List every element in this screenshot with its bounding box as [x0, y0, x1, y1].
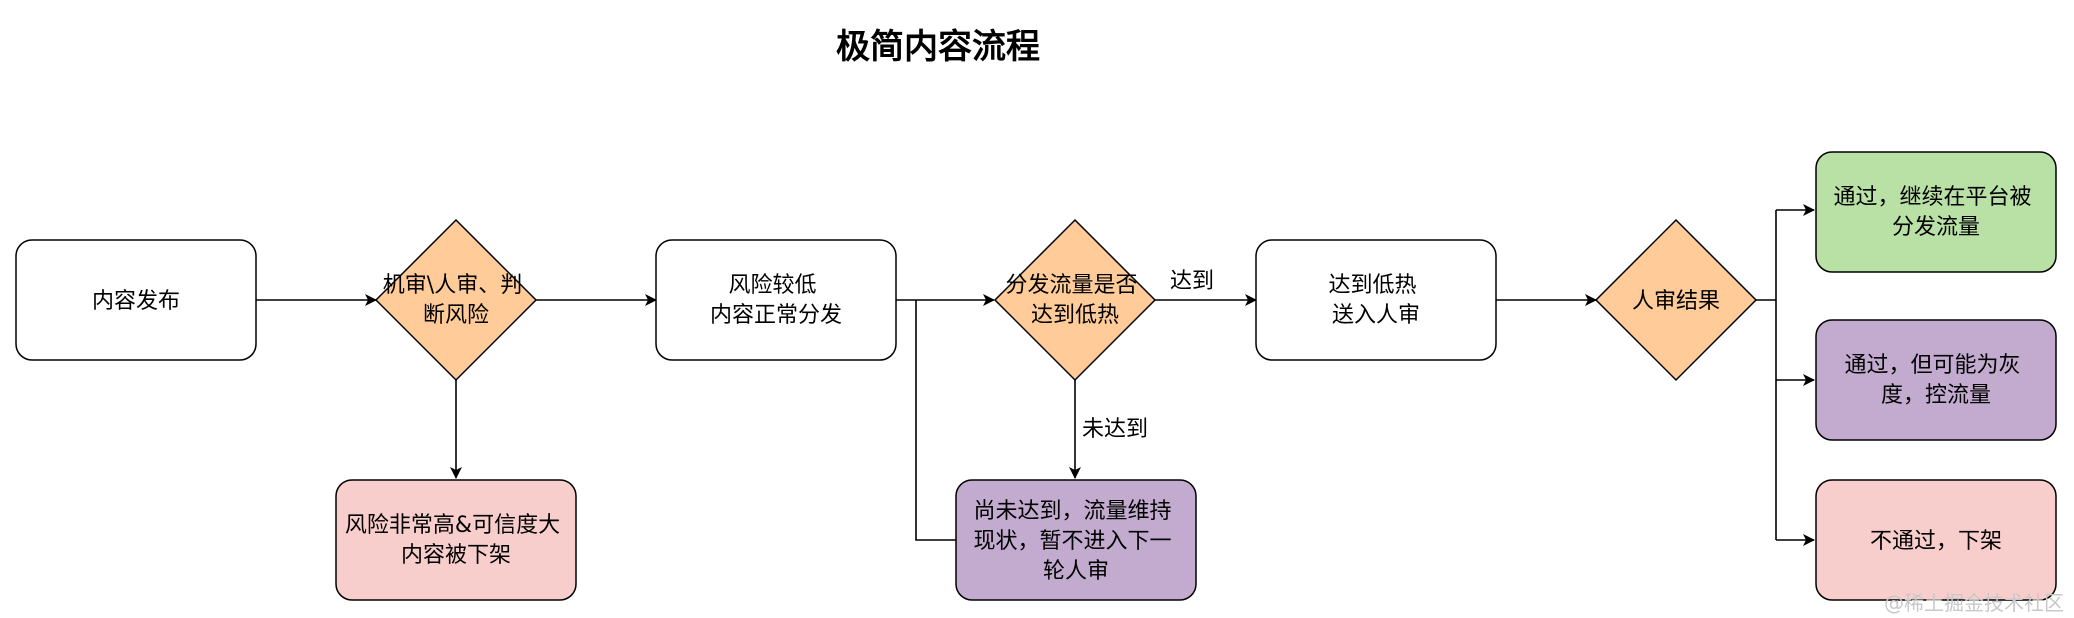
edges	[256, 204, 1815, 546]
node-high-risk: 风险非常高&可信度大 内容被下架	[335, 479, 577, 601]
node-human-result: 人审结果	[1594, 218, 1758, 382]
diagram-title: 极简内容流程	[836, 27, 1040, 67]
node-review-decision-line-1: 机审\人审、判	[383, 273, 522, 298]
watermark: @稀土掘金技术社区	[1884, 591, 2064, 615]
node-traffic-decision-text: 分发流量是否 达到低热	[1005, 273, 1144, 328]
node-pass-gray-line-1: 通过，但可能为灰	[1844, 353, 2020, 378]
node-not-reached-line-1: 尚未达到，流量维持	[973, 499, 1171, 524]
node-low-risk-line-2: 内容正常分发	[710, 303, 842, 328]
edge-low-risk-to-not-reached	[915, 300, 956, 541]
node-pass-gray-text: 通过，但可能为灰 度，控流量	[1844, 353, 2027, 408]
node-pass-line-1: 通过，继续在平台被	[1833, 185, 2031, 210]
node-publish-line-1: 内容发布	[92, 289, 180, 314]
node-pass: 通过，继续在平台被 分发流量	[1815, 151, 2057, 273]
node-high-risk-text: 风险非常高&可信度大 内容被下架	[345, 513, 567, 568]
node-not-reached-line-3: 轮人审	[1043, 559, 1109, 584]
node-reach-low-heat: 达到低热 送入人审	[1255, 239, 1497, 361]
node-publish-text: 内容发布	[92, 289, 180, 314]
node-traffic-decision-line-1: 分发流量是否	[1005, 273, 1137, 298]
node-pass-text: 通过，继续在平台被 分发流量	[1833, 185, 2038, 240]
node-reject-line-1: 不通过，下架	[1870, 529, 2002, 554]
node-high-risk-line-1: 风险非常高&可信度大	[345, 513, 560, 538]
node-reach-low-heat-line-2: 送入人审	[1332, 303, 1420, 328]
node-not-reached-line-2: 现状，暂不进入下一	[973, 529, 1171, 554]
node-reject-text: 不通过，下架	[1870, 529, 2002, 554]
node-reject: 不通过，下架	[1815, 479, 2057, 601]
node-low-risk-line-1: 风险较低	[728, 273, 816, 298]
node-pass-line-2: 分发流量	[1892, 215, 1980, 240]
node-traffic-decision-line-2: 达到低热	[1031, 303, 1119, 328]
node-review-decision: 机审\人审、判 断风险	[374, 218, 538, 382]
node-reach-low-heat-text: 达到低热 送入人审	[1328, 273, 1423, 328]
node-pass-gray: 通过，但可能为灰 度，控流量	[1815, 319, 2057, 441]
node-not-reached: 尚未达到，流量维持 现状，暂不进入下一 轮人审	[955, 479, 1197, 601]
node-human-result-line-1: 人审结果	[1632, 289, 1720, 314]
edge-label-reached: 达到	[1170, 269, 1214, 294]
node-review-decision-line-2: 断风险	[423, 303, 489, 328]
node-review-decision-text: 机审\人审、判 断风险	[383, 273, 529, 328]
node-publish: 内容发布	[15, 239, 257, 361]
node-reach-low-heat-line-1: 达到低热	[1328, 273, 1416, 298]
node-traffic-decision: 分发流量是否 达到低热	[993, 218, 1157, 382]
node-not-reached-text: 尚未达到，流量维持 现状，暂不进入下一 轮人审	[973, 499, 1178, 584]
node-high-risk-line-2: 内容被下架	[401, 543, 511, 568]
edge-label-not-reached: 未达到	[1082, 417, 1148, 442]
node-low-risk: 风险较低 内容正常分发	[655, 239, 897, 361]
node-pass-gray-line-2: 度，控流量	[1881, 383, 1991, 408]
node-human-result-text: 人审结果	[1632, 289, 1720, 314]
node-low-risk-text: 风险较低 内容正常分发	[710, 273, 842, 328]
